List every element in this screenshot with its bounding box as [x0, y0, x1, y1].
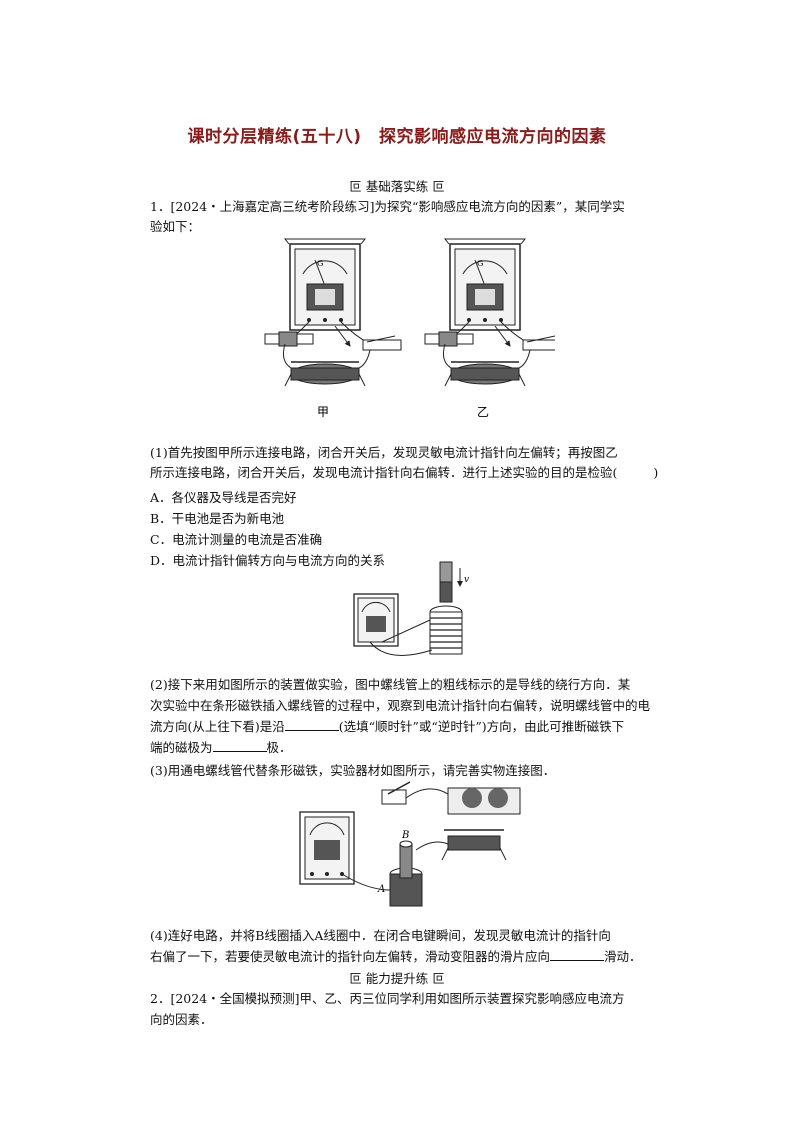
q1-option-d: D．电流计指针偏转方向与电流方向的关系 [150, 553, 386, 568]
section-heading-advanced: 叵 能力提升练 叵 [349, 971, 445, 986]
q1-part1-line2: 所示连接电路，闭合开关后，发现电流计指针向右偏转．进行上述实验的目的是检验() [150, 465, 659, 480]
q1-part1-line1: (1)首先按图甲所示连接电路，闭合开关后，发现灵敏电流计指针向左偏转；再按图乙 [150, 445, 618, 460]
page-title: 课时分层精练(五十八) 探究影响感应电流方向的因素 [187, 127, 607, 147]
q1-part2-line2: 次实验中在条形磁铁插入螺线管的过程中，观察到电流计指针向右偏转，说明螺线管中的电 [150, 698, 651, 713]
q1-stem-line1: 1．[2024・上海嘉定高三统考阶段练习]为探究“影响感应电流方向的因素”，某同… [150, 199, 625, 214]
q2-line2: 向的因素． [150, 1012, 213, 1027]
q1-part4-line1: (4)连好电路，并将B线圈插入A线圈中．在闭合电键瞬间，发现灵敏电流计的指针向 [150, 928, 611, 943]
fig-label-jia: 甲 [317, 405, 329, 419]
solenoid-circuit-figure: B A [299, 781, 521, 907]
q1-part2-line4: 端的磁极为极． [150, 739, 292, 755]
magnet-coil-figure: v [353, 561, 469, 656]
q1-stem-line2: 验如下： [150, 219, 201, 234]
answer-blank-direction[interactable] [284, 718, 339, 731]
section-heading-basic: 叵 基础落实练 叵 [349, 179, 445, 194]
q2-line1: 2．[2024・全国模拟预测]甲、乙、丙三位同学利用如图所示装置探究影响感应电流… [150, 991, 625, 1006]
q1-part2-line1: (2)接下来用如图所示的装置做实验，图中螺线管上的粗线标示的是导线的绕行方向．某 [150, 677, 631, 692]
galvanometer-figure-jia-yi: G G 甲 乙 [264, 236, 555, 419]
q1-part2-line3: 流方向(从上往下看)是沿(选填“顺时针”或“逆时针”)方向，由此可推断磁铁下 [150, 718, 625, 734]
q1-part3-line1: (3)用通电螺线管代替条形磁铁，实验器材如图所示，请完善实物连接图． [150, 763, 556, 778]
q1-option-b: B．干电池是否为新电池 [150, 511, 285, 526]
fig-label-yi: 乙 [477, 405, 489, 419]
coil-label-b: B [401, 830, 409, 841]
q1-option-c: C．电流计测量的电流是否准确 [150, 532, 323, 547]
meter-label-right: G [477, 259, 483, 268]
q1-part4-line2: 右偏了一下，若要使灵敏电流计的指针向左偏转，滑动变阻器的滑片应向滑动． [150, 948, 642, 964]
answer-blank-pole[interactable] [212, 739, 267, 752]
velocity-label: v [464, 575, 469, 585]
answer-blank-slider[interactable] [550, 948, 605, 961]
meter-label-left: G [317, 259, 323, 268]
q1-option-a: A．各仪器及导线是否完好 [150, 490, 297, 505]
